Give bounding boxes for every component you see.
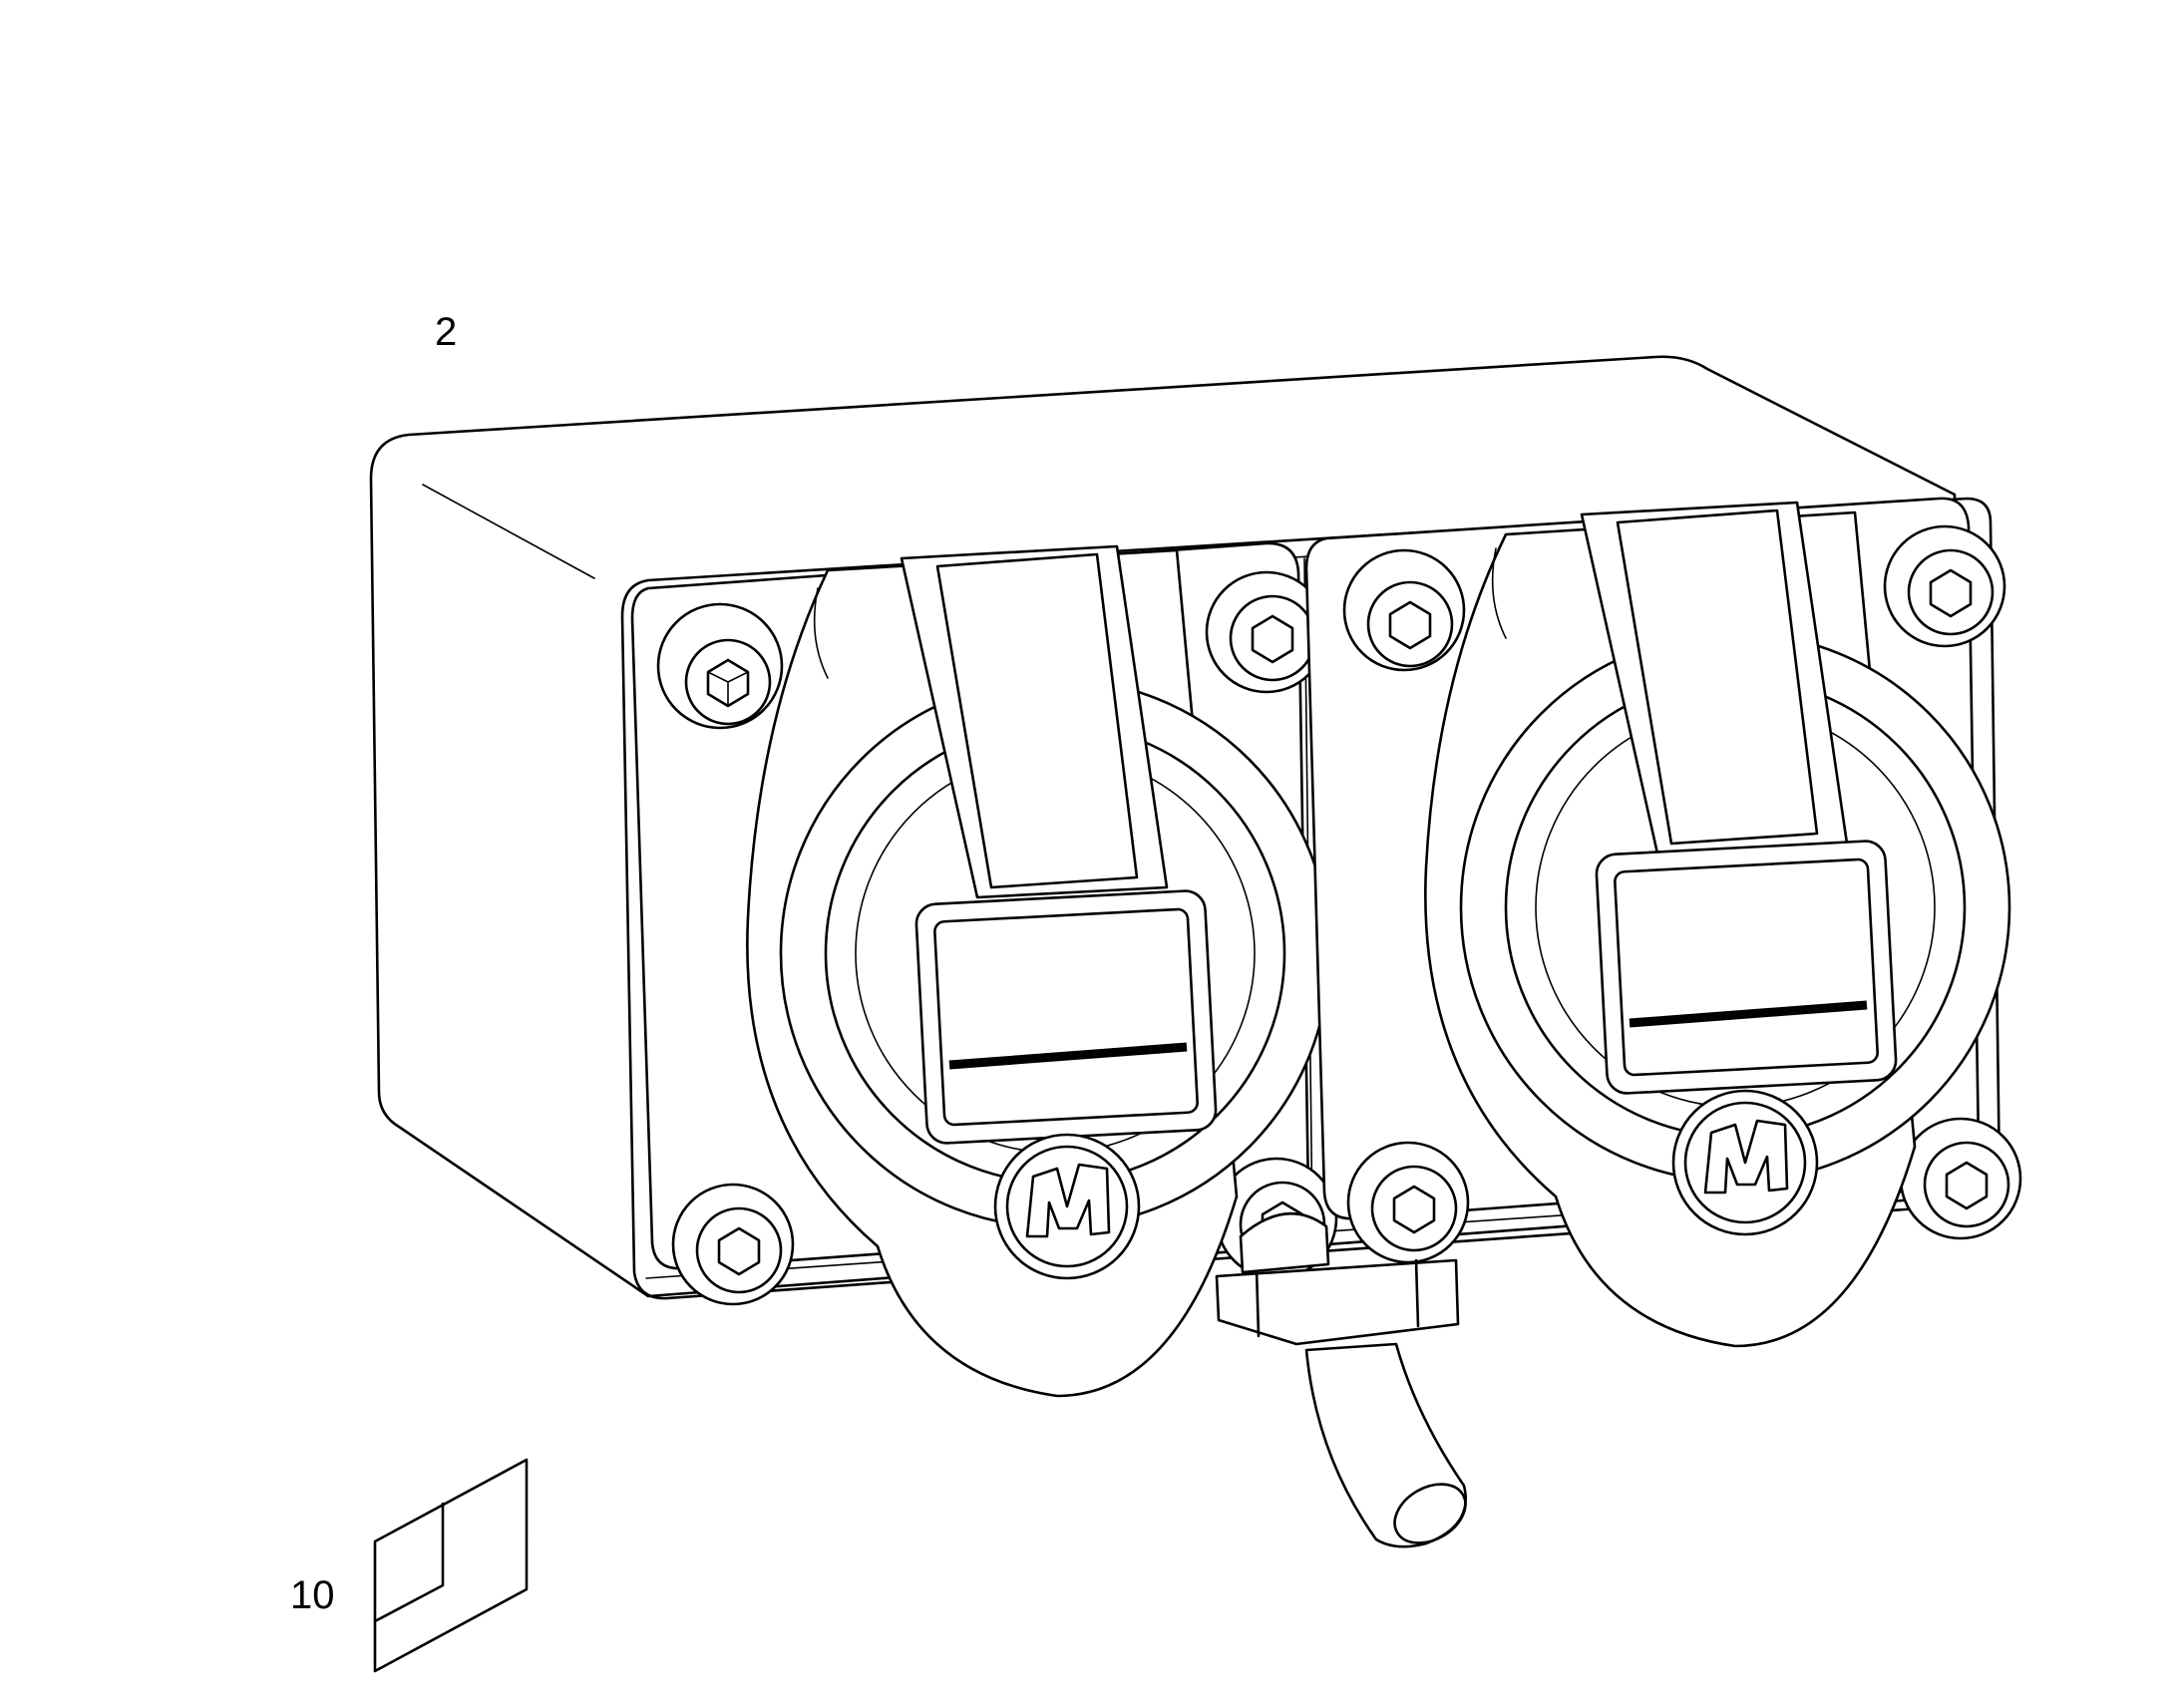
connector-left [630, 541, 1338, 1398]
brand-logo-icon [993, 1133, 1141, 1280]
connector-right [1304, 497, 2022, 1348]
screw-icon [671, 1183, 795, 1306]
label-card [373, 1458, 529, 1673]
cable [1304, 1342, 1467, 1548]
screw-icon [1899, 1117, 2022, 1240]
cable-gland [1215, 1211, 1460, 1346]
screw-icon [1346, 1141, 1470, 1264]
callout-10: 10 [290, 1573, 335, 1617]
screw-icon [656, 602, 784, 730]
screw-icon [1342, 548, 1466, 672]
screw-icon [1883, 524, 2006, 648]
brand-logo-icon [1671, 1089, 1819, 1236]
callout-2: 2 [435, 310, 458, 354]
screw-icon [1205, 570, 1328, 694]
